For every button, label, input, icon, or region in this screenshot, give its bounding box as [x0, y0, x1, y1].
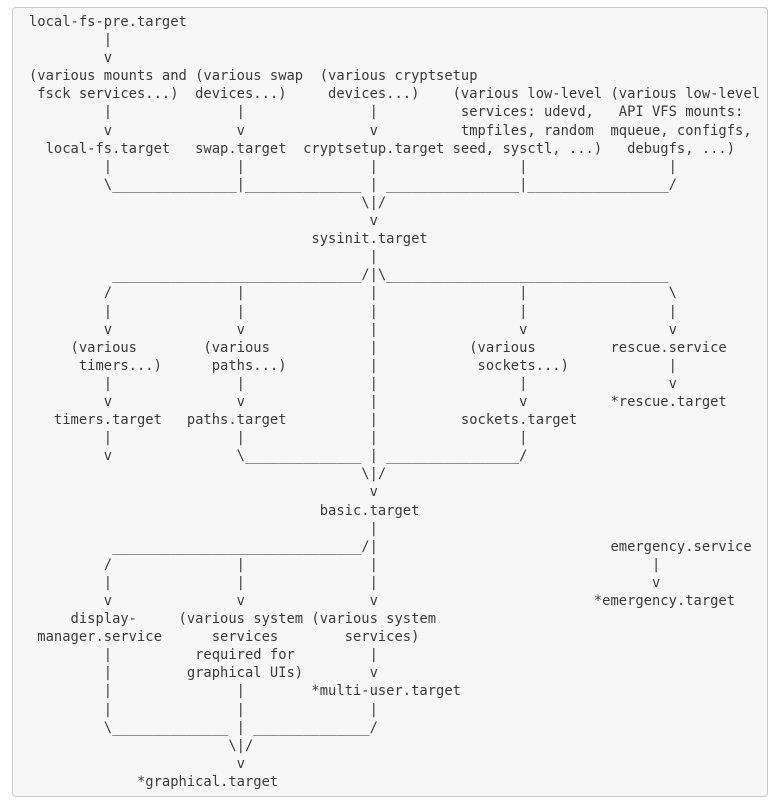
systemd-boot-dependency-diagram: local-fs-pre.target | v (various mounts … [29, 14, 760, 790]
boot-diagram-panel: local-fs-pre.target | v (various mounts … [12, 7, 768, 797]
